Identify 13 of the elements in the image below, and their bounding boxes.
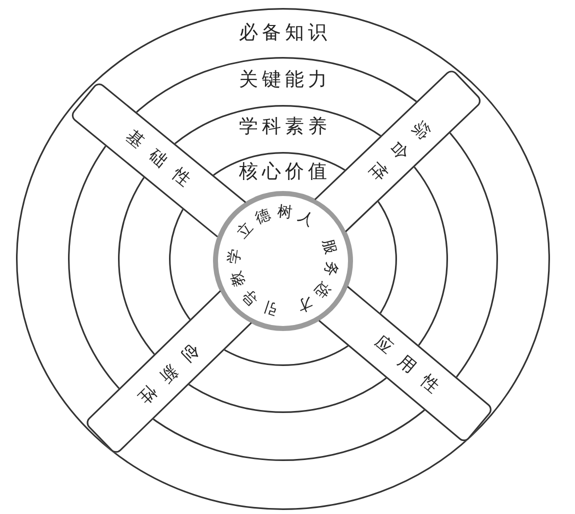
center-circle	[213, 191, 353, 331]
ring-label: 关键能力	[239, 70, 327, 90]
curved-label: 引导教学	[224, 242, 280, 320]
band-label: 综合性	[366, 117, 434, 182]
ring	[118, 105, 448, 413]
band-label: 创新性	[134, 340, 202, 406]
ring-label: 核心价值	[239, 162, 327, 182]
ring-label: 必备知识	[239, 24, 327, 42]
band-label: 基础性	[122, 128, 194, 190]
band-label: 应用性	[372, 334, 442, 396]
ring	[68, 57, 498, 461]
ring	[16, 8, 550, 510]
ring-label: 学科素养	[239, 118, 327, 136]
